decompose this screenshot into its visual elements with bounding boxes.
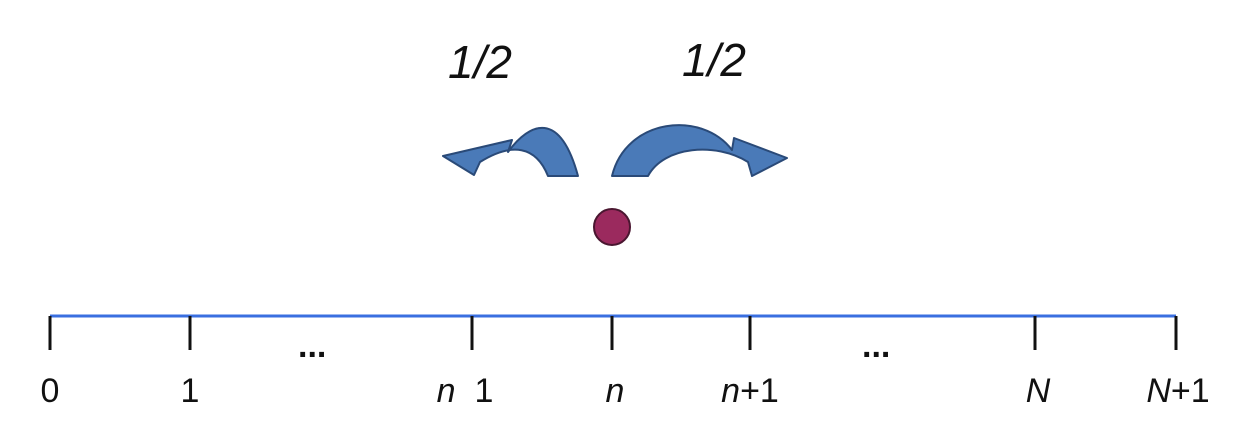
right-jump-arrow-icon	[611, 124, 788, 177]
tick-label-n-1: n 1	[437, 372, 494, 410]
tick-label-N+1: N+1	[1146, 372, 1209, 410]
ellipsis-right: ...	[862, 327, 890, 365]
tick-marks	[48, 316, 1178, 350]
left-probability-label: 1/2	[448, 36, 512, 88]
ellipsis-left: ...	[298, 327, 326, 365]
tick-label-0: 0	[41, 372, 60, 410]
left-jump-arrow-icon	[442, 127, 579, 177]
right-probability-label: 1/2	[682, 34, 746, 86]
tick-labels: 0 1 n 1 n n+1 N N+1	[41, 372, 1210, 410]
particle-dot	[593, 208, 631, 246]
tick-label-N: N	[1026, 372, 1051, 410]
tick-label-n: n	[606, 372, 625, 410]
transition-arrows	[442, 124, 788, 177]
tick-label-1: 1	[181, 372, 200, 410]
tick-label-n+1: n+1	[721, 372, 779, 410]
